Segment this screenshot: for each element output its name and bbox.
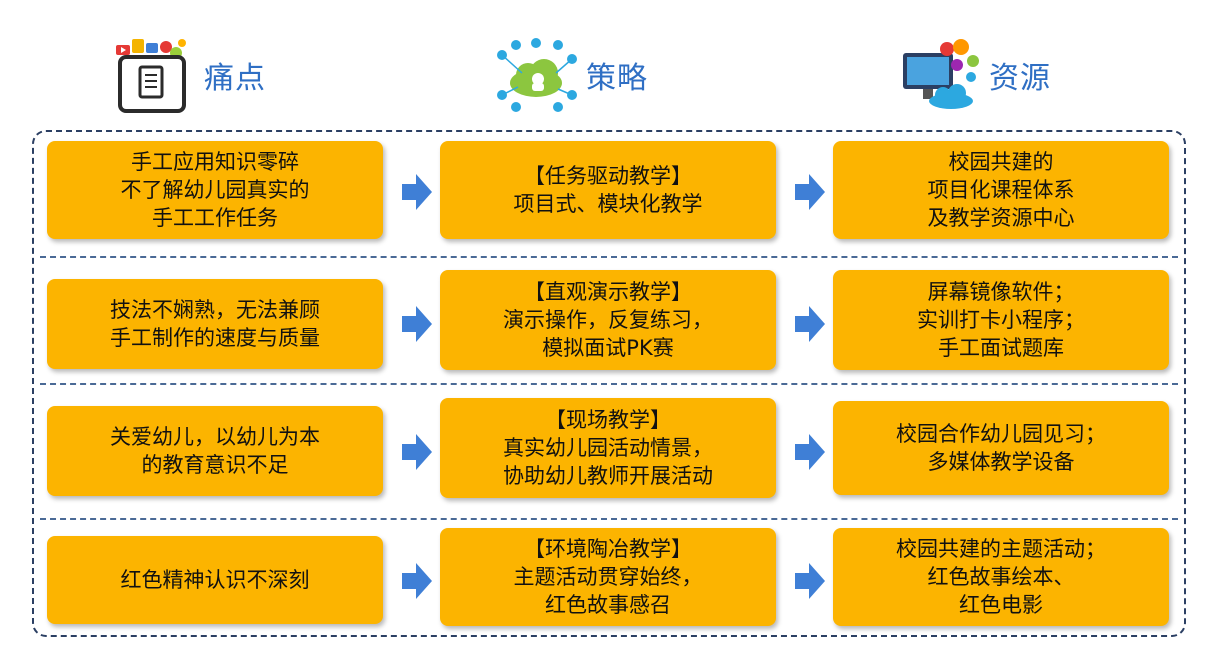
resource-box: 校园共建的 项目化课程体系 及教学资源中心: [833, 141, 1169, 239]
header-pain-points: 痛点: [110, 30, 266, 120]
pain-point-box: 技法不娴熟，无法兼顾 手工制作的速度与质量: [47, 279, 383, 369]
row-separator: [40, 518, 1178, 520]
header-title: 资源: [989, 53, 1051, 97]
row-separator: [40, 383, 1178, 385]
header-strategy: 策略: [492, 30, 648, 120]
right-arrow-icon: [402, 434, 432, 470]
pain-point-box: 手工应用知识零碎 不了解幼儿园真实的 手工工作任务: [47, 141, 383, 239]
right-arrow-icon: [795, 563, 825, 599]
strategy-box: 【环境陶冶教学】 主题活动贯穿始终， 红色故事感召: [440, 528, 776, 626]
resource-box: 校园合作幼儿园见习； 多媒体教学设备: [833, 401, 1169, 495]
cloud-computing-icon: [492, 35, 580, 115]
right-arrow-icon: [402, 563, 432, 599]
right-arrow-icon: [402, 306, 432, 342]
tablet-document-icon: [110, 35, 198, 115]
pain-point-box: 关爱幼儿，以幼儿为本 的教育意识不足: [47, 406, 383, 496]
monitor-media-icon: [895, 35, 983, 115]
right-arrow-icon: [795, 174, 825, 210]
strategy-box: 【直观演示教学】 演示操作，反复练习， 模拟面试PK赛: [440, 270, 776, 370]
header-resources: 资源: [895, 30, 1051, 120]
right-arrow-icon: [795, 306, 825, 342]
right-arrow-icon: [795, 434, 825, 470]
right-arrow-icon: [402, 174, 432, 210]
header-title: 痛点: [204, 53, 266, 97]
resource-box: 屏幕镜像软件； 实训打卡小程序； 手工面试题库: [833, 270, 1169, 370]
strategy-box: 【任务驱动教学】 项目式、模块化教学: [440, 141, 776, 239]
header-title: 策略: [586, 53, 648, 97]
strategy-box: 【现场教学】 真实幼儿园活动情景， 协助幼儿教师开展活动: [440, 398, 776, 498]
resource-box: 校园共建的主题活动； 红色故事绘本、 红色电影: [833, 528, 1169, 626]
row-separator: [40, 256, 1178, 258]
pain-point-box: 红色精神认识不深刻: [47, 536, 383, 624]
